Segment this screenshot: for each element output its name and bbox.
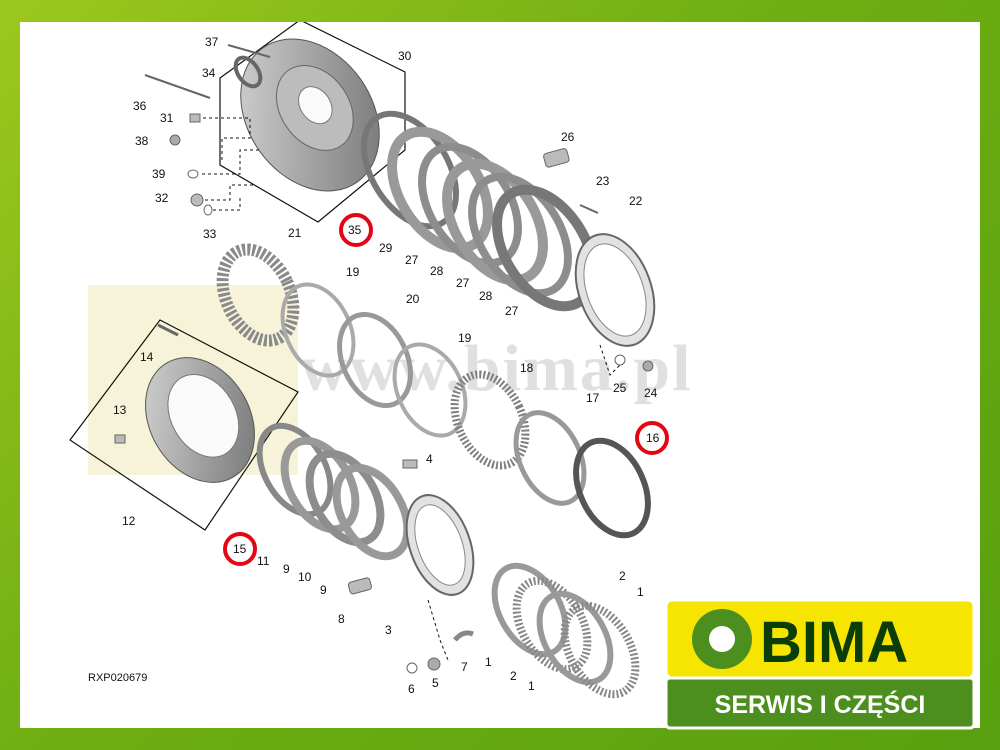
part-label-18: 18 — [520, 361, 534, 375]
part-label-22: 22 — [629, 194, 643, 208]
part-label-33: 33 — [203, 227, 217, 241]
part-number-labels: 3734303631383932332623222119203529272827… — [113, 35, 660, 696]
part-label-11: 11 — [257, 554, 270, 568]
part-label-1: 1 — [485, 655, 492, 669]
logo-tagline: SERWIS I CZĘŚCI — [715, 689, 926, 719]
part-label-26: 26 — [561, 130, 575, 144]
middle-rings — [216, 243, 651, 539]
part-label-34: 34 — [202, 66, 216, 80]
lower-clutch-pack — [256, 422, 475, 674]
part-label-31: 31 — [160, 111, 174, 125]
part-label-9: 9 — [283, 562, 290, 576]
part-label-27: 27 — [505, 304, 519, 318]
upper-housing — [144, 19, 406, 223]
part-label-21: 21 — [288, 226, 302, 240]
part-label-32: 32 — [155, 191, 169, 205]
part-label-15: 15 — [233, 542, 247, 556]
part-label-28: 28 — [430, 264, 444, 278]
part-label-25: 25 — [613, 381, 627, 395]
upper-clutch-pack — [360, 110, 656, 376]
part-label-1: 1 — [637, 585, 644, 599]
part-label-2: 2 — [619, 569, 626, 583]
lower-housing — [69, 319, 299, 531]
highlight-circle-35 — [339, 213, 373, 247]
part-label-4: 4 — [426, 452, 433, 466]
part-label-24: 24 — [644, 386, 658, 400]
diagram-canvas: www.bima.pl — [20, 19, 980, 728]
part-label-35: 35 — [348, 223, 362, 237]
part-label-9: 9 — [320, 583, 327, 597]
highlight-circle-15 — [223, 532, 257, 566]
part-label-5: 5 — [432, 676, 439, 690]
part-label-19: 19 — [458, 331, 472, 345]
part-label-38: 38 — [135, 134, 149, 148]
highlight-circles — [223, 213, 669, 566]
logo-green-bar — [664, 676, 976, 730]
part-label-36: 36 — [133, 99, 147, 113]
logo-ball-highlight — [709, 626, 735, 652]
bottom-clutch-pack — [491, 562, 640, 699]
part-label-19: 19 — [346, 265, 360, 279]
part-label-6: 6 — [408, 682, 415, 696]
logo-brand-name: BIMA — [760, 610, 908, 675]
part-label-2: 2 — [510, 669, 517, 683]
part-label-3: 3 — [385, 623, 392, 637]
part-label-16: 16 — [646, 431, 660, 445]
part-label-7: 7 — [461, 660, 468, 674]
exploded-parts-diagram: www.bima.pl — [69, 19, 690, 699]
bima-logo: BIMA SERWIS I CZĘŚCI — [662, 596, 978, 732]
part-label-20: 20 — [406, 292, 420, 306]
part-label-14: 14 — [140, 350, 154, 364]
part-label-29: 29 — [379, 241, 393, 255]
diagram-reference-code: RXP020679 — [88, 672, 147, 684]
part-label-8: 8 — [338, 612, 345, 626]
part-label-28: 28 — [479, 289, 493, 303]
part-label-23: 23 — [596, 174, 610, 188]
part-label-39: 39 — [152, 167, 166, 181]
part-label-27: 27 — [405, 253, 419, 267]
part-label-30: 30 — [398, 49, 412, 63]
part-label-1: 1 — [528, 679, 535, 693]
part-label-13: 13 — [113, 403, 127, 417]
part-label-17: 17 — [586, 391, 600, 405]
highlight-circle-16 — [635, 421, 669, 455]
part-label-27: 27 — [456, 276, 470, 290]
part-label-37: 37 — [205, 35, 219, 49]
part-label-10: 10 — [298, 570, 312, 584]
part-label-12: 12 — [122, 514, 136, 528]
